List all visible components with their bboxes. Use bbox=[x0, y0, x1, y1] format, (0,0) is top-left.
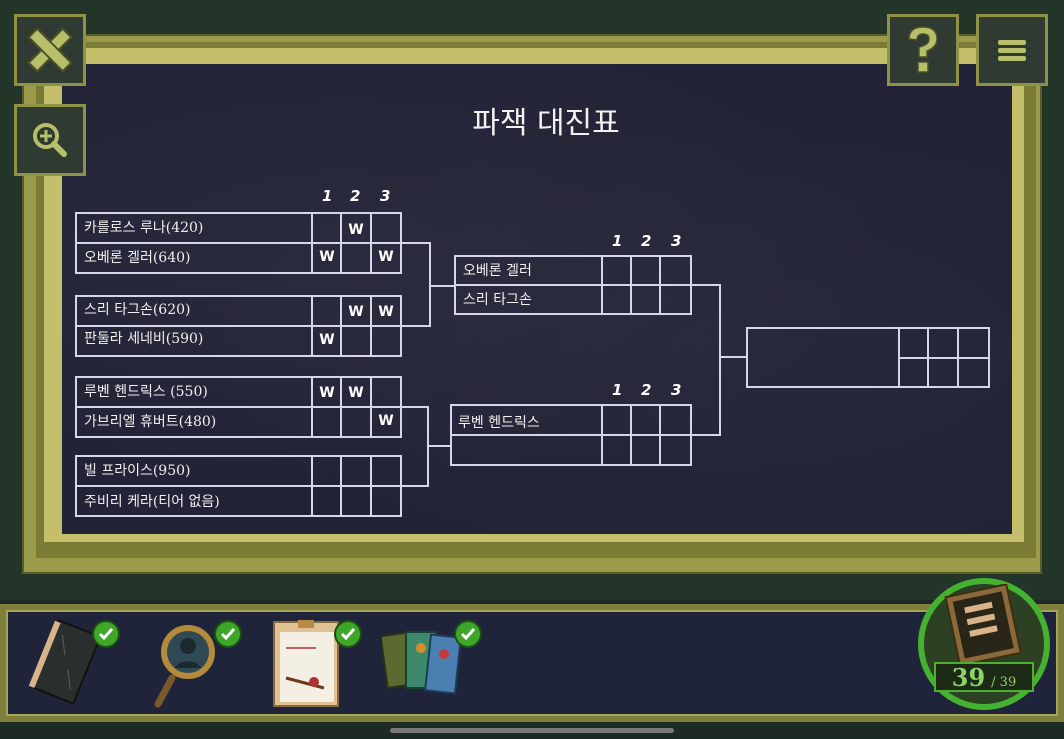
round-header-2: 2 bbox=[350, 187, 360, 205]
r2a-round-header-2: 2 bbox=[641, 232, 651, 250]
zoom-button[interactable] bbox=[14, 104, 86, 176]
document-checkmark bbox=[334, 620, 362, 648]
cards-checkmark bbox=[454, 620, 482, 648]
bracket-board-icon bbox=[938, 584, 1028, 664]
clue-count-current: 39 bbox=[952, 664, 985, 692]
book-checkmark bbox=[92, 620, 120, 648]
checkmark-icon bbox=[459, 625, 477, 643]
r1-m2-p1-round2-mark: W bbox=[342, 304, 370, 320]
r2b-round-header-2: 2 bbox=[641, 381, 651, 399]
r1-m2-p1-round3-mark: W bbox=[372, 304, 400, 320]
checkmark-icon bbox=[339, 625, 357, 643]
final-box bbox=[747, 328, 989, 387]
r1-m1-p2-round1-mark: W bbox=[313, 249, 341, 265]
r1-m3-player-1: 루벤 헨드릭스 (550) bbox=[84, 381, 208, 401]
checkmark-icon bbox=[219, 625, 237, 643]
r1-m3-p1-round1-mark: W bbox=[313, 385, 341, 401]
r1-m3-p1-round2-mark: W bbox=[342, 385, 370, 401]
home-indicator[interactable] bbox=[390, 728, 674, 733]
help-button[interactable] bbox=[887, 14, 959, 86]
r1-m1-p2-round3-mark: W bbox=[372, 249, 400, 265]
checkmark-icon bbox=[97, 625, 115, 643]
r2-m1-player-2: 스리 타그손 bbox=[463, 289, 532, 309]
close-icon bbox=[23, 23, 77, 77]
r2-m1-player-1: 오베론 겔러 bbox=[463, 260, 532, 280]
r1-m2-player-1: 스리 타그손(620) bbox=[84, 299, 191, 319]
r1-m2-player-2: 판둘라 세네비(590) bbox=[84, 328, 203, 348]
r2a-round-header-3: 3 bbox=[671, 232, 681, 250]
r2b-round-header-1: 1 bbox=[612, 381, 622, 399]
hamburger-menu-icon bbox=[992, 30, 1032, 70]
r1-m2-p2-round1-mark: W bbox=[313, 332, 341, 348]
r1-m1-p1-round2-mark: W bbox=[342, 222, 370, 238]
r1-m1-player-1: 카를로스 루나(420) bbox=[84, 217, 203, 237]
r1-m3-player-2: 가브리엘 휴버트(480) bbox=[84, 411, 216, 431]
r2a-round-header-1: 1 bbox=[612, 232, 622, 250]
r1-m3-p2-round3-mark: W bbox=[372, 413, 400, 429]
r1-m4-player-2: 주비리 케라(티어 없음) bbox=[84, 491, 220, 511]
r2-m2-player-1: 루벤 헨드릭스 bbox=[458, 412, 540, 432]
round-header-3: 3 bbox=[380, 187, 390, 205]
r1-m4-player-1: 빌 프라이스(950) bbox=[84, 460, 191, 480]
clue-count-total: / 39 bbox=[991, 675, 1016, 690]
zoom-in-icon bbox=[28, 118, 72, 162]
r1-m1-player-2: 오베론 겔러(640) bbox=[84, 247, 191, 267]
round-header-1: 1 bbox=[322, 187, 332, 205]
magnifier-checkmark bbox=[214, 620, 242, 648]
close-button[interactable] bbox=[14, 14, 86, 86]
question-mark-icon bbox=[901, 23, 945, 77]
r2b-round-header-3: 3 bbox=[671, 381, 681, 399]
menu-button[interactable] bbox=[976, 14, 1048, 86]
clue-counter: 39 / 39 bbox=[934, 662, 1034, 692]
